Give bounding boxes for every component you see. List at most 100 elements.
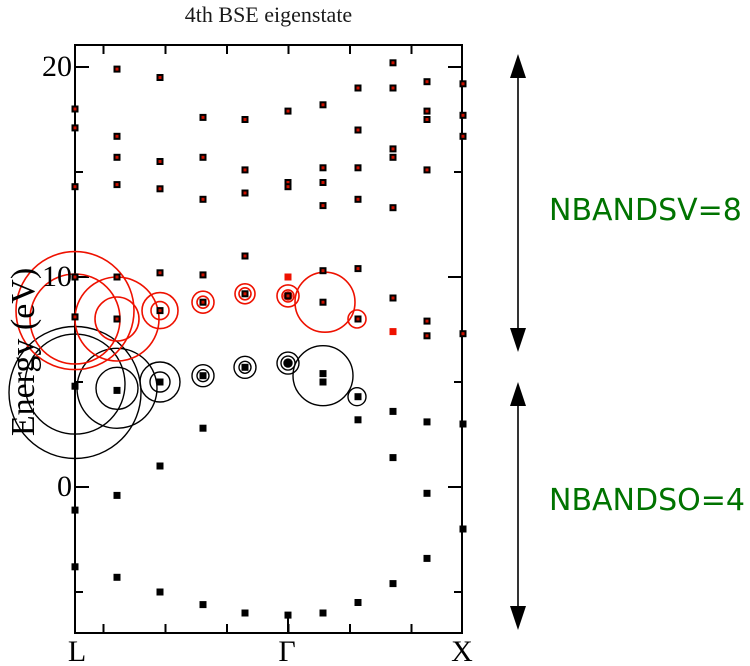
band-point-red-dot	[356, 317, 360, 321]
exciton-weight-circle-black	[233, 355, 257, 379]
band-point-square	[389, 407, 397, 415]
band-point-red-dot	[243, 292, 247, 296]
band-point-red-dot	[115, 317, 119, 321]
exciton-weight-circle-black	[95, 366, 139, 410]
exciton-weight-circle-red	[347, 309, 367, 329]
band-point-red-dot	[158, 309, 162, 313]
band-point-red-dot	[115, 155, 119, 159]
exciton-weight-circle-red	[281, 289, 295, 303]
band-point-square	[71, 382, 79, 390]
band-point-red-dot	[356, 267, 360, 271]
exciton-weight-circle-black	[191, 364, 215, 388]
band-point-red-dot	[286, 109, 290, 113]
arrowhead-down-icon	[510, 606, 526, 630]
band-point-red-dot	[321, 300, 325, 304]
band-point-square	[113, 491, 121, 499]
band-point-red-dot	[115, 275, 119, 279]
arrowhead-down-icon	[510, 328, 526, 352]
band-point-square	[319, 370, 327, 378]
band-point-square	[156, 462, 164, 470]
band-point-red-dot	[321, 166, 325, 170]
band-point-square	[199, 601, 207, 609]
band-point-square	[241, 609, 249, 617]
y-tick-label-20: 20	[42, 50, 72, 83]
exciton-weight-circle-red	[196, 295, 210, 310]
band-point-red-dot	[356, 197, 360, 201]
band-point-red-dot	[391, 155, 395, 159]
band-point-red-dot	[73, 107, 77, 111]
page-title: 4th BSE eigenstate	[184, 2, 353, 27]
band-point-square-red	[284, 273, 292, 281]
band-point-square	[319, 378, 327, 386]
band-point-square	[319, 609, 327, 617]
band-point-red-dot	[356, 86, 360, 90]
band-point-red-dot	[201, 197, 205, 201]
band-point-red-dot	[391, 61, 395, 65]
band-point-red-dot	[391, 147, 395, 151]
band-point-red-dot	[73, 185, 77, 189]
band-point-red-dot	[286, 294, 290, 298]
exciton-weight-circle-black	[276, 351, 300, 375]
band-point-square	[354, 393, 362, 401]
band-point-red-dot	[158, 271, 162, 275]
band-point-square	[284, 359, 292, 367]
plot-frame	[74, 44, 463, 634]
band-point-red-dot	[461, 332, 465, 336]
band-point-red-dot	[243, 118, 247, 121]
band-point-red-dot	[243, 191, 247, 195]
band-point-square	[71, 506, 79, 514]
band-point-square-red	[389, 328, 397, 336]
band-point-red-dot	[321, 181, 325, 184]
exciton-weight-circle-black	[292, 345, 354, 407]
band-point-red-dot	[243, 254, 247, 258]
band-point-square	[354, 416, 362, 424]
nbandso-annotation: NBANDSO=4	[549, 483, 745, 518]
exciton-weight-circle-black	[24, 333, 126, 435]
band-point-red-dot	[425, 319, 429, 323]
band-point-square	[459, 525, 467, 533]
band-point-red-dot	[321, 103, 325, 107]
band-point-red-dot	[425, 80, 429, 84]
band-point-square	[199, 372, 207, 380]
band-point-red-dot	[425, 109, 429, 113]
band-point-square	[389, 454, 397, 462]
k-point-label-gamma: Γ	[278, 635, 296, 666]
exciton-weight-circle-red	[276, 284, 300, 308]
band-point-red-dot	[425, 118, 429, 121]
band-point-square	[423, 489, 431, 497]
exciton-weight-circle-black	[139, 361, 181, 403]
k-point-label-L: L	[67, 635, 87, 666]
exciton-weight-circle-red	[191, 290, 215, 315]
band-point-red-dot	[425, 334, 429, 338]
band-point-red-dot	[201, 155, 205, 159]
band-point-red-dot	[461, 82, 465, 86]
band-point-red-dot	[73, 275, 77, 279]
exciton-weight-circle-red	[150, 300, 170, 321]
band-point-square	[156, 588, 164, 596]
band-point-red-dot	[286, 185, 290, 189]
y-axis-label: Energy (eV)	[5, 267, 42, 437]
band-point-red-dot	[115, 134, 119, 138]
band-point-red-dot	[391, 206, 395, 210]
band-point-square	[241, 363, 249, 371]
y-tick-label-0: 0	[57, 470, 72, 503]
exciton-weight-circle-black	[280, 355, 296, 371]
k-point-label-X: X	[451, 635, 473, 666]
band-point-red-dot	[286, 181, 290, 184]
band-point-red-dot	[73, 126, 77, 130]
exciton-weight-circle-red	[94, 296, 140, 342]
arrowhead-up-icon	[510, 54, 526, 78]
band-point-red-dot	[356, 128, 360, 132]
band-point-square	[284, 611, 292, 619]
band-point-square	[71, 563, 79, 571]
band-point-red-dot	[158, 160, 162, 163]
band-point-red-dot	[158, 76, 162, 79]
band-point-square	[156, 378, 164, 386]
exciton-weight-circle-red	[238, 286, 252, 301]
band-point-square	[459, 420, 467, 428]
band-point-red-dot	[243, 168, 247, 172]
band-point-red-dot	[158, 187, 162, 191]
exciton-weight-circle-black	[347, 387, 367, 407]
band-point-red-dot	[321, 204, 325, 208]
band-point-square	[113, 573, 121, 581]
